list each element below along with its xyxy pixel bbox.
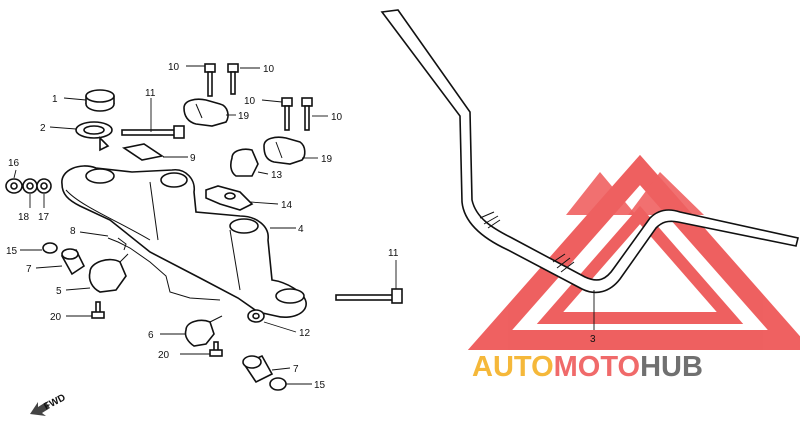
screw-20-right [209, 341, 223, 357]
nut-12 [247, 309, 265, 323]
long-bolt-upper [121, 125, 185, 139]
bushing-7-left [60, 248, 86, 276]
callout-19-right: 19 [321, 154, 333, 165]
callout-13: 13 [271, 170, 283, 181]
washer-15-left [42, 242, 58, 254]
callout-11-lower: 11 [388, 248, 399, 259]
upper-holder-left [183, 98, 229, 127]
callout-15-left: 15 [6, 246, 18, 257]
handlebar [380, 9, 799, 294]
callout-18: 18 [18, 212, 30, 223]
ring-2 [75, 121, 113, 152]
bolts-10 [204, 63, 313, 131]
watermark-word-auto: AUTO [472, 351, 554, 383]
callout-6: 6 [148, 330, 154, 341]
watermark-logo [467, 154, 800, 350]
clamp-5 [88, 253, 129, 293]
bushing-7-right [242, 354, 274, 384]
callout-2: 2 [40, 123, 46, 134]
callout-5: 5 [56, 286, 62, 297]
plate-9 [121, 143, 165, 161]
callout-1: 1 [52, 94, 58, 105]
rubber-13 [230, 148, 259, 177]
callout-10-a: 10 [168, 62, 180, 73]
callout-8-left: 8 [70, 226, 76, 237]
washers-16-18-17 [5, 178, 52, 194]
watermark-word-hub: HUB [640, 351, 703, 383]
callout-12: 12 [299, 328, 311, 339]
washer-15-right [269, 377, 287, 391]
callout-10-c: 10 [244, 96, 256, 107]
callout-7-left: 7 [26, 264, 32, 275]
callout-9: 9 [190, 153, 196, 164]
fwd-label: FWD [42, 392, 67, 412]
callout-19-left: 19 [238, 111, 250, 122]
callout-10-d: 10 [331, 112, 343, 123]
cable-8 [107, 237, 221, 301]
callout-4: 4 [298, 224, 304, 235]
bracket-14 [205, 185, 254, 211]
callout-20-right: 20 [158, 350, 170, 361]
callout-10-b: 10 [263, 64, 275, 75]
callout-7-right: 7 [293, 364, 299, 375]
callout-15-right: 15 [314, 380, 326, 391]
svg-text:AUTOMOTOHUB: AUTOMOTOHUB [472, 351, 703, 383]
upper-holder-right [263, 136, 306, 165]
screw-20-left [91, 301, 105, 319]
callout-14: 14 [281, 200, 293, 211]
watermark-word-moto: MOTO [554, 351, 640, 383]
fwd-arrow-icon [30, 402, 50, 416]
callout-labels: 1 2 11 10 10 19 9 10 10 19 13 14 4 8 16 … [6, 62, 596, 391]
leader-lines [13, 65, 595, 385]
lower-holder [61, 165, 307, 318]
callout-3: 3 [590, 334, 596, 345]
clamp-6 [184, 315, 223, 347]
watermark-text: AUTOMOTOHUB [472, 351, 703, 383]
callout-20-left: 20 [50, 312, 62, 323]
fwd-indicator: FWD [30, 392, 68, 416]
callout-16: 16 [8, 158, 20, 169]
callout-11-upper: 11 [145, 88, 156, 99]
callout-17: 17 [38, 212, 50, 223]
long-bolt-lower [335, 288, 403, 304]
cap-1 [85, 89, 115, 112]
